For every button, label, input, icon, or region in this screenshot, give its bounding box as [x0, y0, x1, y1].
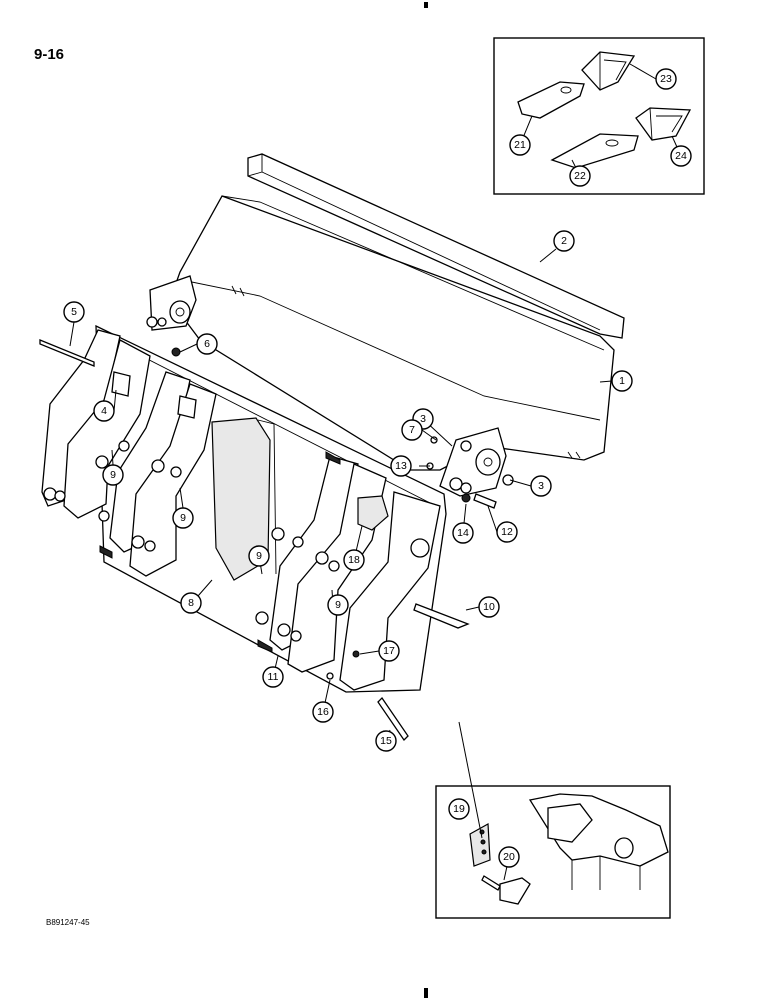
callout-14: 14: [452, 522, 474, 544]
callout-9-b: 9: [172, 507, 194, 529]
figure-code: B891247-45: [46, 918, 90, 927]
callout-13: 13: [390, 455, 412, 477]
callout-9-d: 9: [327, 594, 349, 616]
registration-mark-bottom: [424, 988, 428, 998]
callout-19: 19: [448, 798, 470, 820]
callout-1: 1: [611, 370, 633, 392]
callout-label: 16: [317, 706, 329, 718]
callout-label: 19: [453, 803, 465, 815]
page-number: 9-16: [34, 46, 65, 63]
callout-22: 22: [569, 165, 591, 187]
callout-label: 21: [514, 139, 526, 151]
callout-label: 4: [101, 405, 107, 417]
callout-11: 11: [262, 666, 284, 688]
callout-label: 3: [538, 480, 544, 492]
callout-3-right: 3: [530, 475, 552, 497]
registration-mark-top: [424, 2, 428, 8]
callout-label: 9: [180, 512, 186, 524]
callout-label: 3: [420, 413, 426, 425]
callout-label: 11: [268, 671, 279, 683]
callout-6: 6: [196, 333, 218, 355]
callout-5: 5: [63, 301, 85, 323]
callout-label: 7: [409, 424, 415, 436]
callout-label: 8: [188, 597, 194, 609]
callout-label: 2: [561, 235, 567, 247]
callout-24: 24: [670, 145, 692, 167]
callout-label: 10: [483, 601, 495, 613]
callout-20: 20: [498, 846, 520, 868]
callout-12: 12: [496, 521, 518, 543]
callout-17: 17: [378, 640, 400, 662]
callout-label: 18: [348, 554, 360, 566]
callout-label: 9: [256, 550, 262, 562]
callout-15: 15: [375, 730, 397, 752]
callout-label: 22: [574, 170, 586, 182]
callout-label: 12: [501, 526, 513, 538]
callout-9-a: 9: [102, 464, 124, 486]
callout-label: 13: [395, 460, 407, 472]
callout-label: 1: [619, 375, 625, 387]
teeth-inset: [493, 37, 705, 195]
callout-label: 14: [457, 527, 469, 539]
callout-2: 2: [553, 230, 575, 252]
callout-16: 16: [312, 701, 334, 723]
callout-label: 5: [71, 306, 77, 318]
callout-4: 4: [93, 400, 115, 422]
callout-label: 9: [335, 599, 341, 611]
callout-23: 23: [655, 68, 677, 90]
callout-label: 24: [675, 150, 687, 162]
callout-label: 6: [204, 338, 210, 350]
callout-7: 7: [401, 419, 423, 441]
callout-label: 9: [110, 469, 116, 481]
callout-8: 8: [180, 592, 202, 614]
callout-label: 20: [503, 851, 515, 863]
callout-9-c: 9: [248, 545, 270, 567]
wear-pad-inset: [435, 785, 671, 919]
callout-21: 21: [509, 134, 531, 156]
callout-label: 15: [380, 735, 392, 747]
bucket-assembly: [39, 153, 625, 742]
callout-label: 23: [660, 73, 672, 85]
callout-10: 10: [478, 596, 500, 618]
callout-label: 17: [383, 645, 395, 657]
callout-18: 18: [343, 549, 365, 571]
